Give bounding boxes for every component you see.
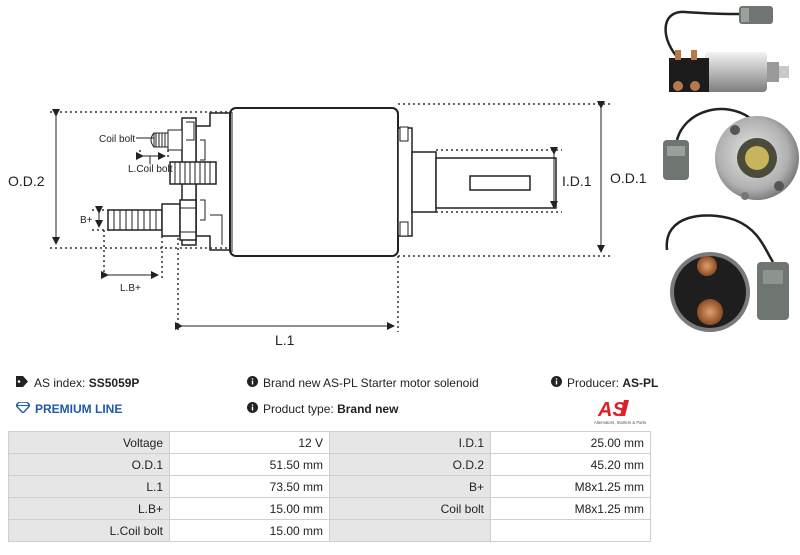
- lb-plus-label: L.B+: [120, 283, 141, 294]
- spec-value: [490, 519, 651, 542]
- product-type-value: Brand new: [337, 402, 399, 416]
- table-row: L.B+ 15.00 mm Coil bolt M8x1.25 mm: [8, 497, 651, 520]
- spec-label: Voltage: [8, 431, 170, 454]
- spec-value: 25.00 mm: [490, 431, 651, 454]
- tag-icon: [16, 376, 29, 390]
- spec-value: M8x1.25 mm: [490, 475, 651, 498]
- producer-value: AS-PL: [622, 376, 659, 390]
- product-info: AS index: SS5059P PREMIUM LINE Brand new…: [0, 370, 800, 430]
- spec-label: O.D.1: [8, 453, 170, 476]
- spec-label: I.D.1: [329, 431, 491, 454]
- table-row: L.Coil bolt 15.00 mm: [8, 519, 651, 542]
- spec-label: L.1: [8, 475, 170, 498]
- info-circle-icon: [551, 376, 562, 390]
- table-row: O.D.1 51.50 mm O.D.2 45.20 mm: [8, 453, 651, 476]
- photo-side-view: [664, 6, 789, 92]
- as-index: AS index: SS5059P: [16, 376, 139, 390]
- description-text: Brand new AS-PL Starter motor solenoid: [263, 376, 479, 390]
- id1-label: I.D.1: [562, 173, 592, 189]
- premium-line: PREMIUM LINE: [15, 401, 123, 416]
- spec-value: 45.20 mm: [490, 453, 651, 476]
- l1-label: L.1: [275, 332, 295, 348]
- as-index-value: SS5059P: [88, 376, 140, 390]
- specs-table: Voltage 12 V I.D.1 25.00 mm O.D.1 51.50 …: [8, 431, 651, 542]
- table-row: Voltage 12 V I.D.1 25.00 mm: [8, 431, 651, 454]
- plunger-housing: [411, 151, 437, 213]
- as-pl-logo: AS Alternators, Starters & Parts: [592, 396, 652, 426]
- description: Brand new AS-PL Starter motor solenoid: [247, 376, 479, 390]
- spec-label: L.B+: [8, 497, 170, 520]
- table-row: L.1 73.50 mm B+ M8x1.25 mm: [8, 475, 651, 498]
- coil-bolt-label: Coil bolt: [99, 134, 135, 145]
- product-type-label: Product type:: [263, 402, 334, 416]
- premium-line-label: PREMIUM LINE: [35, 402, 123, 416]
- photo-rear-view: [665, 214, 789, 332]
- svg-text:AS: AS: [597, 399, 626, 421]
- diamond-icon: [15, 401, 31, 416]
- photo-front-view: [663, 107, 799, 200]
- technical-drawing: O.D.2 O.D.1 I.D.1 L.1 L.B+ B+ Coil bolt …: [8, 101, 647, 348]
- info-circle-icon: [247, 402, 258, 416]
- solenoid-body: [229, 107, 399, 257]
- spec-value: 51.50 mm: [169, 453, 330, 476]
- spec-label: [329, 519, 491, 542]
- product-photos: [663, 6, 799, 332]
- b-plus-label: B+: [80, 215, 93, 226]
- product-type: Product type: Brand new: [247, 402, 398, 416]
- spec-value: 73.50 mm: [169, 475, 330, 498]
- spec-value: 15.00 mm: [169, 497, 330, 520]
- spec-label: B+: [329, 475, 491, 498]
- spec-label: L.Coil bolt: [8, 519, 170, 542]
- spec-label: Coil bolt: [329, 497, 491, 520]
- od2-label: O.D.2: [8, 173, 45, 189]
- spec-value: 15.00 mm: [169, 519, 330, 542]
- info-circle-icon: [247, 376, 258, 390]
- spec-value: M8x1.25 mm: [490, 497, 651, 520]
- as-index-label: AS index:: [34, 376, 86, 390]
- od1-label: O.D.1: [610, 170, 647, 186]
- svg-text:Alternators, Starters & Parts: Alternators, Starters & Parts: [594, 420, 646, 425]
- l-coil-bolt-label: L.Coil bolt: [128, 164, 173, 175]
- spec-value: 12 V: [169, 431, 330, 454]
- producer: Producer: AS-PL: [551, 376, 658, 390]
- producer-label: Producer:: [567, 376, 620, 390]
- b-plus-bolt: [107, 209, 163, 231]
- coil-bolt-nut: [167, 129, 183, 151]
- spec-label: O.D.2: [329, 453, 491, 476]
